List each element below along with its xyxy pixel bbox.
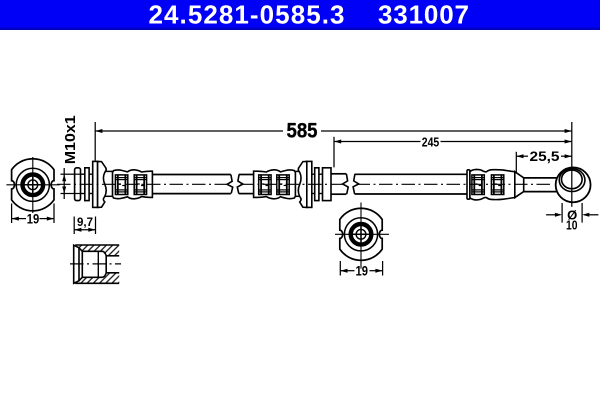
svg-text:9,7: 9,7 <box>77 217 93 229</box>
svg-text:25,5: 25,5 <box>530 148 560 164</box>
svg-text:10: 10 <box>566 218 578 232</box>
svg-text:19: 19 <box>27 210 40 226</box>
svg-text:19: 19 <box>356 262 369 278</box>
svg-text:Ø: Ø <box>567 207 577 222</box>
svg-text:24.5281-0585.3: 24.5281-0585.3 <box>149 0 345 30</box>
svg-text:585: 585 <box>287 119 318 142</box>
svg-text:M10x1: M10x1 <box>63 115 79 164</box>
svg-text:245: 245 <box>422 135 440 150</box>
svg-text:331007: 331007 <box>378 0 469 30</box>
